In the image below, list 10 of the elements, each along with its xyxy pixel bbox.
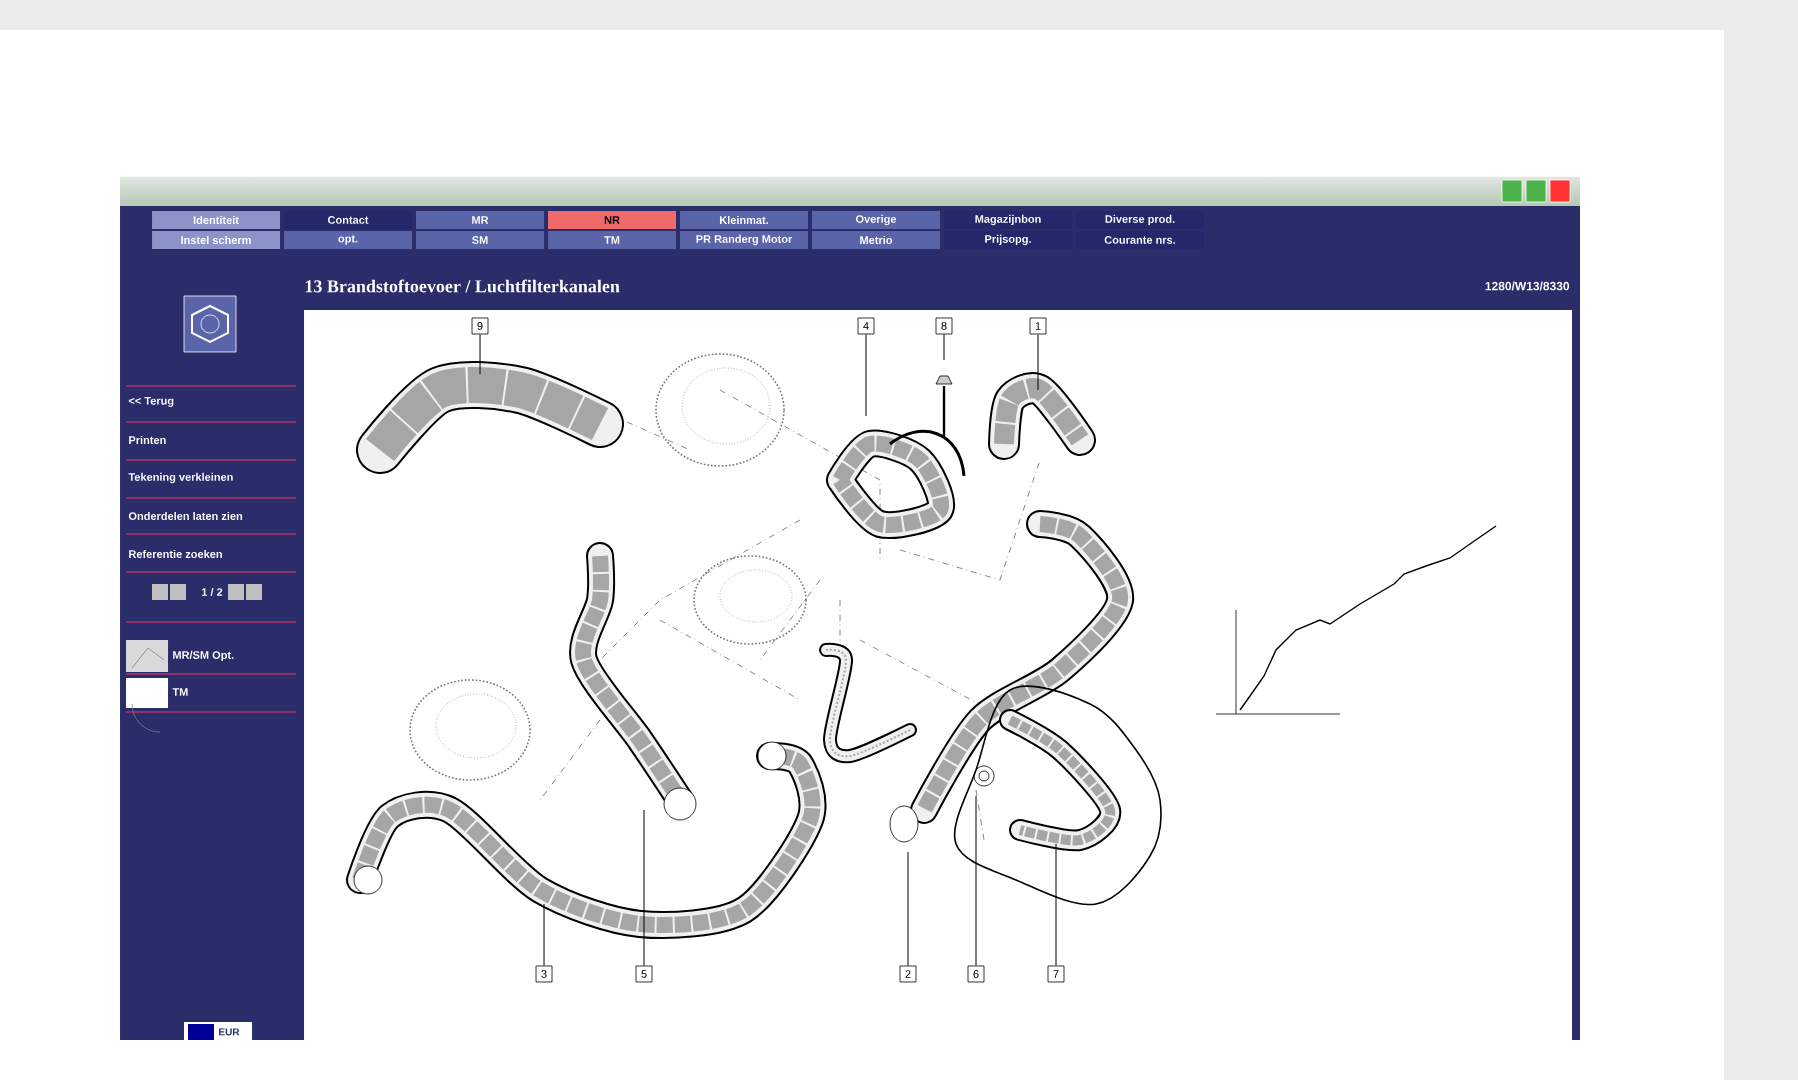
leader-line <box>543 903 545 967</box>
leader-line <box>975 795 977 967</box>
leader-line <box>943 333 945 361</box>
leader-line <box>1037 333 1039 391</box>
leader-line <box>643 809 645 967</box>
page-heading: 13 Brandstoftoevoer / Luchtfilterkanalen <box>305 279 620 293</box>
leader-line <box>1055 843 1057 967</box>
leader-line <box>479 333 481 375</box>
leader-line <box>907 851 909 967</box>
leader-line <box>865 333 867 417</box>
